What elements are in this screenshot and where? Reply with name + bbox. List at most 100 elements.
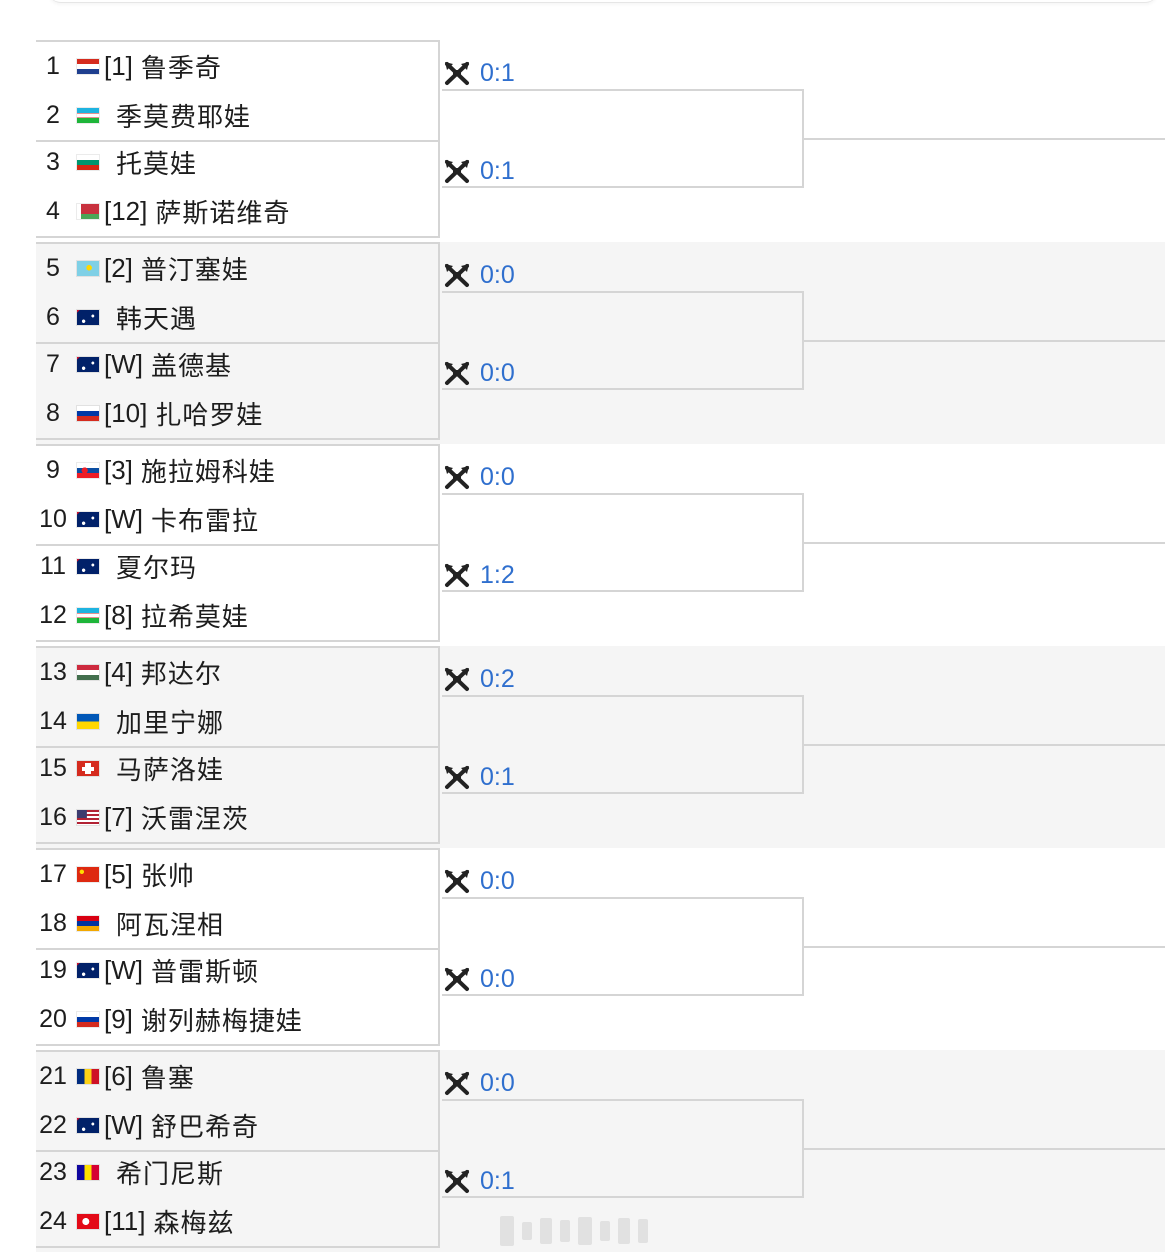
bracket-connector — [442, 1196, 804, 1198]
armenia-flag-icon — [77, 916, 99, 931]
head-to-head-score[interactable]: 0:0 — [480, 1068, 515, 1097]
head-to-head-score[interactable]: 0:0 — [480, 358, 515, 387]
player-row[interactable]: 4[12]萨斯诺维奇 — [36, 187, 438, 236]
player-row[interactable]: 13[4]邦达尔 — [36, 648, 438, 697]
match-result[interactable]: 0:0 — [442, 1068, 515, 1098]
bracket-connector — [804, 1148, 1165, 1150]
belarus-flag-icon — [77, 204, 99, 219]
head-to-head-score[interactable]: 0:1 — [480, 58, 515, 87]
match-result[interactable]: 0:0 — [442, 964, 515, 994]
head-to-head-score[interactable]: 0:1 — [480, 1166, 515, 1195]
match-result[interactable]: 0:0 — [442, 866, 515, 896]
bracket-connector — [802, 695, 804, 794]
head-to-head-score[interactable]: 0:0 — [480, 964, 515, 993]
player-row[interactable]: 7[W]盖德基 — [36, 340, 438, 389]
player-name: 扎哈罗娃 — [155, 400, 264, 430]
crossed-swords-icon — [442, 763, 472, 791]
player-name: 普汀塞娃 — [140, 255, 249, 285]
head-to-head-score[interactable]: 0:0 — [480, 260, 515, 289]
crossed-swords-icon — [442, 665, 472, 693]
player-row[interactable]: 22[W]舒巴希奇 — [36, 1101, 438, 1150]
player-name: 拉希莫娃 — [140, 602, 249, 632]
head-to-head-score[interactable]: 0:1 — [480, 156, 515, 185]
player-row[interactable]: 12 [8]拉希莫娃 — [36, 591, 438, 640]
draw-position: 6 — [46, 303, 60, 331]
match-result[interactable]: 0:1 — [442, 1166, 515, 1196]
bracket-connector — [442, 291, 804, 293]
previous-card-edge — [48, 0, 1158, 3]
crossed-swords-icon — [442, 463, 472, 491]
crossed-swords-icon — [442, 561, 472, 589]
match-result[interactable]: 0:1 — [442, 58, 515, 88]
draw-position: 4 — [46, 197, 60, 225]
player-row[interactable]: 1[1]鲁季奇 — [36, 42, 438, 91]
draw-position: 18 — [39, 909, 67, 937]
seed-label: [3] — [104, 455, 133, 485]
head-to-head-score[interactable]: 0:2 — [480, 664, 515, 693]
head-to-head-score[interactable]: 0:0 — [480, 866, 515, 895]
player-name: 盖德基 — [151, 351, 233, 381]
player-row[interactable]: 17 [5]张帅 — [36, 850, 438, 899]
crossed-swords-icon — [442, 157, 472, 185]
player-row[interactable]: 19[W]普雷斯顿 — [36, 946, 438, 995]
bracket-connector — [804, 340, 1165, 342]
player-row[interactable]: 16[7]沃雷涅茨 — [36, 793, 438, 842]
seed-label: [9] — [104, 1004, 133, 1034]
player-row[interactable]: 24[11]森梅兹 — [36, 1197, 438, 1246]
seed-label: [8] — [104, 600, 133, 630]
seed-label: [6] — [104, 1061, 133, 1091]
player-name: 希门尼斯 — [116, 1159, 225, 1189]
bracket-connector — [804, 138, 1165, 140]
player-row[interactable]: 20[9]谢列赫梅捷娃 — [36, 995, 438, 1044]
seed-label: [12] — [104, 196, 148, 226]
draw-position: 20 — [39, 1005, 67, 1033]
crossed-swords-icon — [442, 261, 472, 289]
draw-position: 13 — [39, 658, 67, 686]
player-row[interactable]: 5[2]普汀塞娃 — [36, 244, 438, 293]
match-result[interactable]: 0:1 — [442, 762, 515, 792]
russia-flag-icon — [77, 406, 99, 421]
match-result[interactable]: 0:0 — [442, 260, 515, 290]
player-row[interactable]: 10[W]卡布雷拉 — [36, 495, 438, 544]
seed-label: [5] — [104, 859, 133, 889]
australia-flag-icon — [77, 963, 99, 978]
head-to-head-score[interactable]: 1:2 — [480, 560, 515, 589]
match-result[interactable]: 0:0 — [442, 462, 515, 492]
head-to-head-score[interactable]: 0:0 — [480, 462, 515, 491]
draw-position: 17 — [39, 860, 67, 888]
head-to-head-score[interactable]: 0:1 — [480, 762, 515, 791]
player-row[interactable]: 9[3]施拉姆科娃 — [36, 446, 438, 495]
match-result[interactable]: 1:2 — [442, 560, 515, 590]
player-row[interactable]: 21[6]鲁塞 — [36, 1052, 438, 1101]
bracket-connector — [802, 89, 804, 188]
bracket-connector — [442, 1099, 804, 1101]
player-name: 张帅 — [140, 861, 195, 891]
draw-position: 7 — [46, 350, 60, 378]
crossed-swords-icon — [442, 359, 472, 387]
match-result[interactable]: 0:0 — [442, 358, 515, 388]
bracket-connector — [802, 493, 804, 592]
match-result[interactable]: 0:1 — [442, 156, 515, 186]
china-flag-icon — [77, 867, 99, 882]
australia-flag-icon — [77, 357, 99, 372]
draw-position: 16 — [39, 803, 67, 831]
match-result[interactable]: 0:2 — [442, 664, 515, 694]
player-row[interactable]: 8[10]扎哈罗娃 — [36, 389, 438, 438]
draw-position: 12 — [39, 601, 67, 629]
turkey-flag-icon — [77, 1214, 99, 1229]
